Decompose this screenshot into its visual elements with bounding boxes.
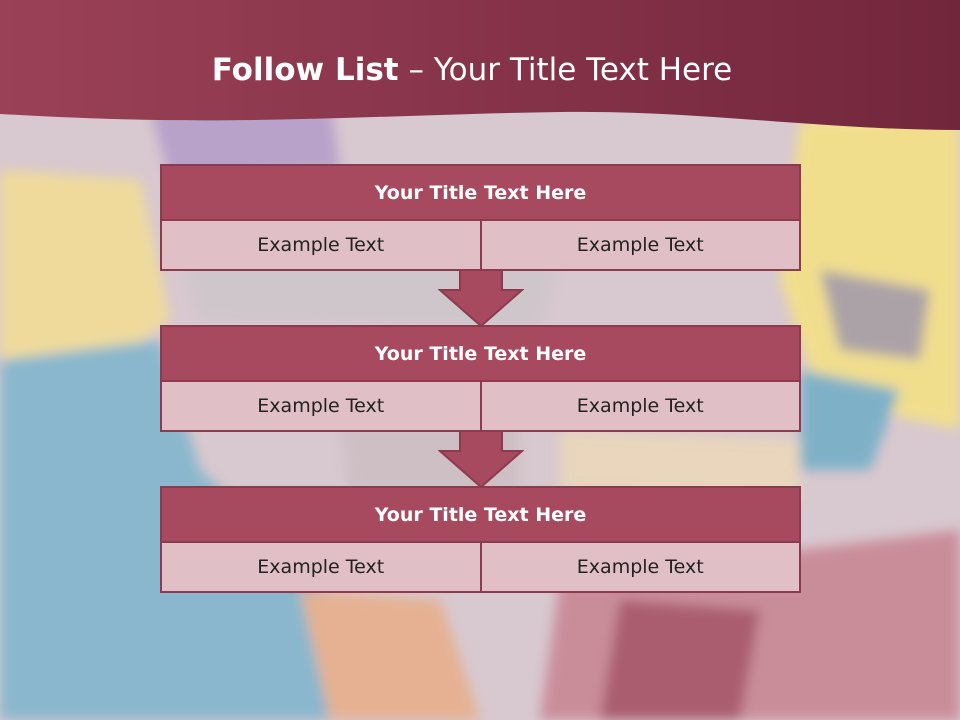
list-block-3: Your Title Text Here Example Text Exampl…: [160, 486, 801, 593]
block-cell-left: Example Text: [160, 543, 482, 593]
block-cell-right: Example Text: [479, 221, 801, 271]
page-title: Follow List – Your Title Text Here: [0, 52, 944, 88]
block-cell-right: Example Text: [479, 543, 801, 593]
title-bold: Follow List: [211, 52, 399, 88]
block-title: Your Title Text Here: [160, 325, 801, 382]
block-title: Your Title Text Here: [160, 486, 801, 543]
block-row: Example Text Example Text: [160, 543, 801, 593]
list-block-2: Your Title Text Here Example Text Exampl…: [160, 325, 801, 432]
title-rest: – Your Title Text Here: [398, 52, 733, 88]
block-cell-left: Example Text: [160, 221, 482, 271]
block-title: Your Title Text Here: [160, 164, 801, 221]
block-cell-left: Example Text: [160, 382, 482, 432]
block-row: Example Text Example Text: [160, 221, 801, 271]
down-arrow-icon: [438, 270, 524, 328]
down-arrow-icon: [438, 431, 524, 489]
block-row: Example Text Example Text: [160, 382, 801, 432]
block-cell-right: Example Text: [479, 382, 801, 432]
list-block-1: Your Title Text Here Example Text Exampl…: [160, 164, 801, 271]
